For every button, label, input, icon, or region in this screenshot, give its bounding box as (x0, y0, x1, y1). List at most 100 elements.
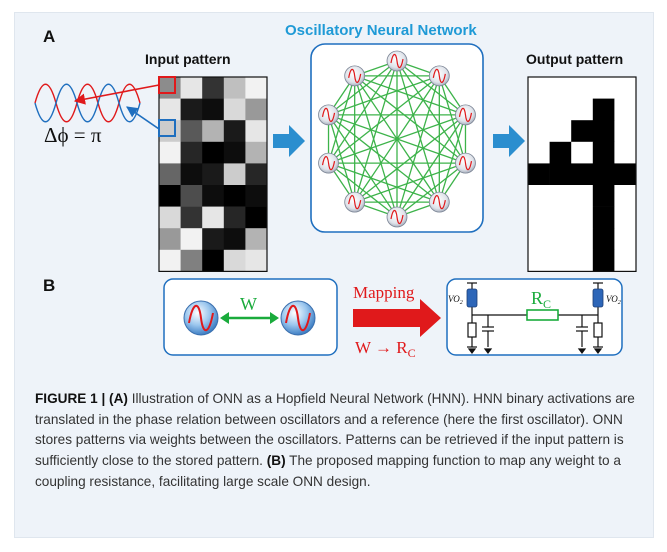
output-pixel (592, 163, 615, 186)
rc-label: RC (531, 288, 551, 311)
coupling-edge (354, 75, 398, 218)
output-pixel (571, 77, 594, 99)
red-sine-wave (34, 83, 141, 123)
input-pixel (245, 228, 268, 251)
sine-oscillator-icon-right (280, 300, 316, 336)
input-to-onn-arrow (273, 125, 305, 157)
input-pixel (180, 141, 203, 164)
output-pixel (549, 228, 572, 251)
oscillator-icon (386, 50, 408, 72)
input-pattern-title: Input pattern (145, 51, 231, 67)
caption-label: FIGURE 1 | (A) (35, 391, 128, 406)
coupling-edge (328, 162, 398, 218)
mapping-arrow (353, 299, 441, 337)
input-pixel (180, 185, 203, 207)
input-pixel (223, 141, 246, 164)
input-pixel (223, 120, 246, 143)
onn-to-output-arrow (493, 125, 525, 157)
output-pixel (528, 77, 550, 99)
output-pixel (571, 249, 594, 272)
w-to-rc-label: W → RC (355, 338, 416, 360)
sine-oscillator-icon-left (183, 300, 219, 336)
coupling-edge (328, 162, 440, 203)
input-pixel (202, 249, 225, 272)
input-pixel (202, 120, 225, 143)
output-pixel (614, 120, 637, 143)
vo2-label-right: VO2 (606, 294, 621, 306)
coupling-edge (327, 114, 398, 218)
coupling-edge (328, 114, 440, 203)
mapping-label: Mapping (353, 283, 415, 302)
input-pixel (159, 141, 181, 164)
output-pixel (528, 163, 550, 186)
coupling-edge (327, 75, 356, 164)
coupling-resistor (526, 309, 559, 321)
input-pixel (159, 120, 181, 143)
oscillator-icon (455, 104, 476, 126)
selected-pixel-blue (158, 119, 176, 137)
weight-label: W (240, 294, 257, 314)
coupling-edge (396, 60, 467, 164)
input-pixel (202, 77, 225, 99)
input-pixel (180, 98, 203, 121)
input-pixel (245, 249, 268, 272)
output-pixel (614, 77, 637, 99)
input-pixel (245, 77, 268, 99)
input-pixel (245, 163, 268, 186)
output-pixel (528, 206, 550, 229)
input-pixel (245, 206, 268, 229)
output-pixel (549, 185, 572, 207)
input-pixel (223, 249, 246, 272)
output-pixel (592, 206, 615, 229)
oscillator-icon (428, 65, 450, 87)
blue-pixel-arrow (126, 106, 160, 130)
coupling-edge (354, 75, 466, 116)
output-pixel (528, 228, 550, 251)
output-pixel (549, 163, 572, 186)
input-pixel (245, 120, 268, 143)
input-pixel (223, 77, 246, 99)
input-pixel (159, 77, 181, 99)
output-pixel (614, 98, 637, 121)
figure-caption: FIGURE 1 | (A) Illustration of ONN as a … (35, 389, 643, 493)
output-pixel (592, 249, 615, 272)
output-pixel (571, 206, 594, 229)
panel-a-letter: A (43, 27, 56, 46)
output-pixel (614, 206, 637, 229)
input-pixel (245, 98, 268, 121)
oscillator-icon (386, 206, 408, 228)
input-pixel (223, 98, 246, 121)
coupling-edge (354, 162, 466, 203)
input-pixel (202, 228, 225, 251)
coupling-edges (327, 60, 467, 218)
coupling-edge (327, 60, 398, 164)
input-pattern-grid (158, 76, 268, 272)
figure-diagram: Δϕ = π (34, 43, 637, 360)
output-pixel (549, 206, 572, 229)
coupling-edge (327, 114, 356, 203)
oscillator-icon (455, 152, 476, 174)
oscillator-icon (344, 191, 366, 213)
caption-text-b: The proposed mapping function to map any… (35, 453, 621, 489)
oscillator-icon (318, 104, 339, 126)
output-pixel (592, 185, 615, 207)
output-pixel (528, 249, 550, 272)
input-pixel (180, 163, 203, 186)
panel-b-letter: B (43, 276, 56, 295)
output-pixel (614, 249, 637, 272)
output-pixel (571, 185, 594, 207)
output-pixel (528, 185, 550, 207)
oscillator-icon (318, 152, 339, 174)
input-pixel (159, 98, 181, 121)
output-pixel (571, 98, 594, 121)
output-pixel (592, 141, 615, 164)
vo2-label-left: VO2 (448, 294, 463, 306)
output-pixel (592, 77, 615, 99)
output-pixel (549, 98, 572, 121)
red-pixel-arrow (73, 84, 160, 105)
onn-title: Oscillatory Neural Network (285, 22, 477, 39)
input-pixel (159, 249, 181, 272)
output-pixel (571, 120, 594, 143)
oscillator-nodes (318, 50, 476, 228)
